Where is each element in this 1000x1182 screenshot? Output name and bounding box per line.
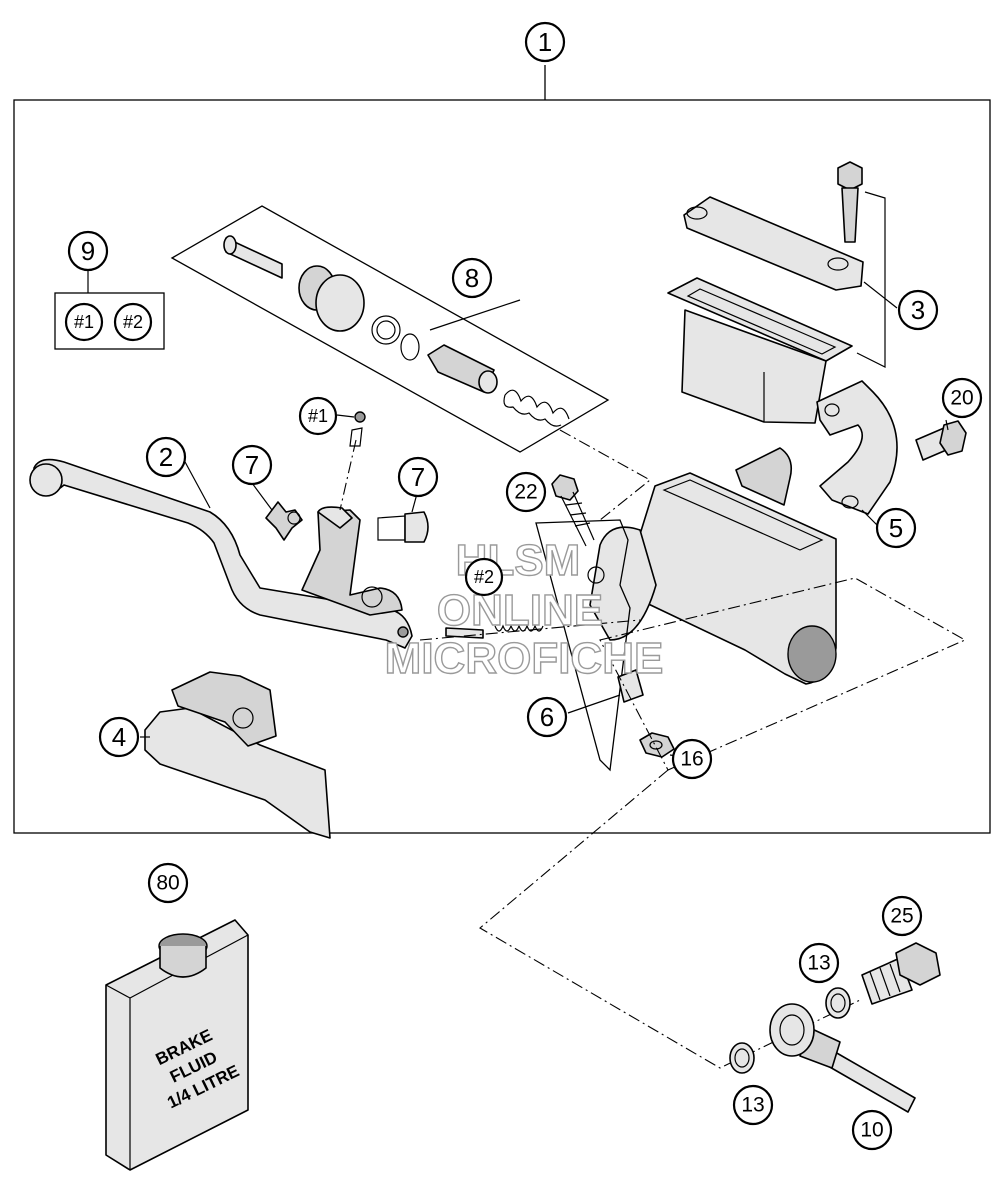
svg-text:#2: #2 (123, 312, 143, 332)
svg-text:2: 2 (159, 442, 173, 472)
callout-hash1-ball: #1 (298, 396, 338, 436)
svg-text:80: 80 (156, 872, 179, 895)
callout-5: 5 (875, 507, 917, 549)
callout-25: 25 (881, 895, 923, 937)
callout-1: 1 (524, 21, 566, 63)
callout-6: 6 (526, 696, 568, 738)
svg-text:25: 25 (890, 905, 913, 928)
lever-guard (144, 671, 331, 839)
callout-4: 4 (98, 716, 140, 758)
svg-text:13: 13 (741, 1094, 764, 1117)
callout-hash2-kit: #2 (113, 302, 153, 342)
callout-hash2-pin: #2 (464, 557, 504, 597)
brake-lever (29, 458, 413, 649)
clamp-5 (816, 380, 898, 515)
bolt-20 (915, 420, 967, 461)
svg-text:16: 16 (680, 748, 703, 771)
callout-13-b: 13 (732, 1084, 774, 1126)
callout-13-a: 13 (798, 942, 840, 984)
svg-text:1: 1 (538, 27, 552, 57)
svg-text:6: 6 (540, 702, 554, 732)
adjuster-knobs (265, 411, 429, 543)
callout-3: 3 (897, 289, 939, 331)
watermark-line-2: ONLINE (437, 586, 603, 635)
reservoir-assembly (667, 161, 886, 424)
brake-line-assembly (729, 942, 941, 1113)
callout-7-a: 7 (231, 444, 273, 486)
svg-text:#1: #1 (308, 406, 328, 426)
screw-22 (551, 474, 595, 547)
svg-text:8: 8 (465, 263, 479, 293)
callout-8: 8 (451, 257, 493, 299)
callout-hash1-kit: #1 (64, 302, 104, 342)
svg-text:3: 3 (911, 295, 925, 325)
master-cylinder-body (587, 447, 837, 685)
callout-16: 16 (671, 738, 713, 780)
callout-2: 2 (145, 436, 187, 478)
assembly-frame (13, 65, 991, 834)
svg-text:13: 13 (807, 952, 830, 975)
callout-20: 20 (941, 377, 983, 419)
sleeve-nut (617, 669, 675, 758)
seal-kit-group (170, 205, 610, 453)
svg-text:22: 22 (514, 481, 537, 504)
pin-spring-assembly (445, 519, 631, 772)
callout-80: 80 (147, 862, 189, 904)
callout-10: 10 (851, 1109, 893, 1151)
watermark-line-3: MICROFICHE (385, 634, 664, 683)
svg-text:7: 7 (245, 450, 259, 480)
callout-7-b: 7 (397, 456, 439, 498)
svg-text:5: 5 (889, 513, 903, 543)
kit-box-9 (54, 270, 165, 350)
brake-fluid-can (105, 919, 249, 1171)
svg-text:#1: #1 (74, 312, 94, 332)
svg-text:9: 9 (81, 236, 95, 266)
callout-22: 22 (505, 471, 547, 513)
svg-text:10: 10 (860, 1119, 883, 1142)
svg-text:20: 20 (950, 387, 973, 410)
svg-text:#2: #2 (474, 567, 494, 587)
svg-text:7: 7 (411, 462, 425, 492)
callout-9: 9 (67, 230, 109, 272)
svg-text:4: 4 (112, 722, 126, 752)
